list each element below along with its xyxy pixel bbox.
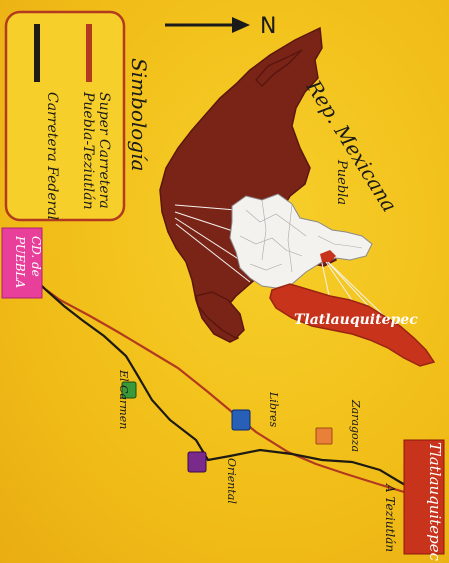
- legend-item-federal: Carretera Federal: [44, 92, 60, 220]
- municipality-label: Tlatlauquitepec: [294, 312, 418, 328]
- town-marker-libres[interactable]: [231, 409, 251, 431]
- north-arrow: N: [165, 14, 276, 39]
- boundary-line: [317, 235, 363, 249]
- legend-item-super-line1: Super Carretera: [96, 92, 112, 209]
- destination-badge[interactable]: Tlatlauquitepec: [403, 439, 445, 562]
- origin-badge-box: [1, 227, 43, 299]
- boundary-line: [249, 263, 283, 271]
- boundary-line: [261, 199, 267, 261]
- country-label: Rep. Mexicana: [301, 75, 402, 216]
- legend: Super Carretera Puebla-Teziutlán Carrete…: [4, 10, 151, 222]
- legend-swatch-federal: [34, 24, 40, 82]
- connector-lines: [174, 204, 431, 361]
- town-label-oriental: Oriental: [225, 458, 238, 504]
- teziutlan-label: A Teziutlán: [383, 483, 397, 552]
- route-carretera-federal: [29, 273, 441, 513]
- state-label: Puebla: [334, 159, 349, 205]
- town-label-zaragoza: Zaragoza: [349, 399, 362, 452]
- town-label-libres: Libres: [267, 391, 280, 428]
- connector-line: [174, 217, 241, 261]
- north-label: N: [260, 14, 276, 39]
- legend-swatch-super: [86, 24, 92, 82]
- town-marker-el-carmen[interactable]: [121, 381, 137, 399]
- connector-line: [174, 211, 237, 233]
- connector-line: [174, 204, 237, 211]
- yucatan-shape: [195, 291, 245, 339]
- town-marker-zaragoza[interactable]: [315, 427, 333, 445]
- north-arrow-head: [232, 17, 250, 33]
- destination-badge-box: [403, 439, 445, 555]
- legend-item-super-line2: Puebla-Teziutlán: [80, 91, 96, 210]
- boundary-line: [239, 235, 303, 257]
- municipal-boundaries: [239, 199, 363, 273]
- town-label-el-carmen: El Carmen: [117, 369, 130, 429]
- baja-peninsula-shape: [254, 49, 303, 88]
- origin-label-line1: CD. de: [29, 236, 43, 277]
- origin-badge[interactable]: CD. de PUEBLA: [1, 227, 43, 299]
- town-marker-oriental[interactable]: [187, 451, 207, 473]
- municipality-highlight-small: [320, 250, 336, 262]
- destination-label: Tlatlauquitepec: [426, 442, 444, 562]
- boundary-line: [245, 209, 307, 237]
- boundary-line: [287, 203, 293, 273]
- legend-title: Simbología: [127, 58, 151, 171]
- origin-label-line2: PUEBLA: [13, 235, 27, 289]
- municipality-tlatlauquitepec-shape: [269, 283, 436, 367]
- connector-line: [175, 223, 251, 283]
- state-puebla-shape: [229, 193, 373, 289]
